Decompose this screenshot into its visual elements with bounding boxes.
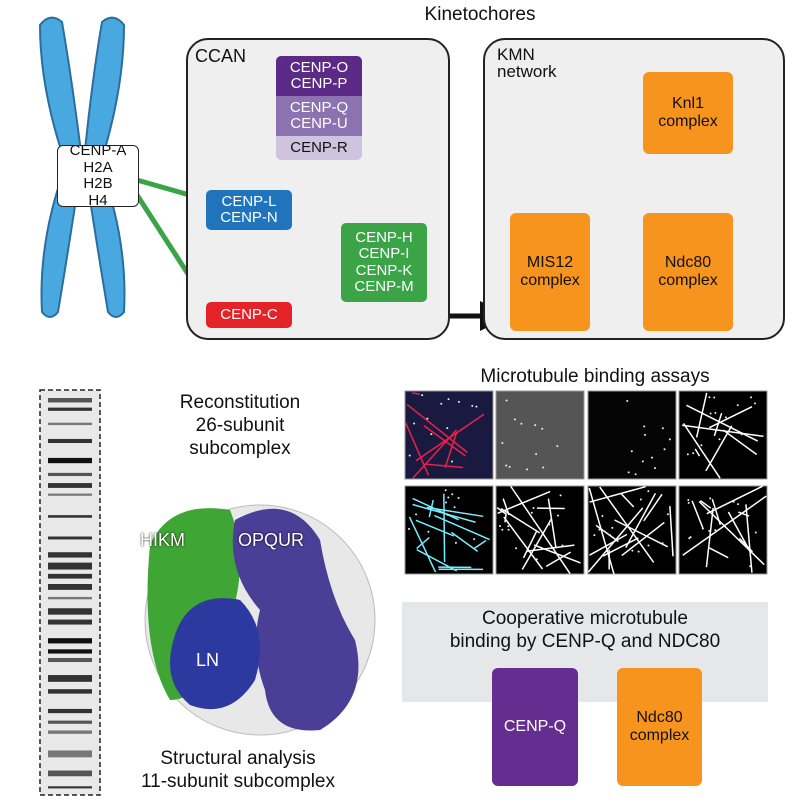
gel-lane-image [39,389,101,796]
assays-title: Microtubule binding assays [480,366,710,387]
gel-band [48,515,92,518]
gel-band [48,689,92,694]
cenp-c-box: CENP-C [206,302,292,328]
gel-band [48,483,92,488]
complex-label: Knl1 [671,95,705,113]
protein-label: CENP-P [290,75,348,92]
caption-line: Structural analysis [160,748,316,769]
microscopy-image [587,390,677,480]
microscopy-image [678,390,768,480]
histone-label: H2A [83,158,113,176]
microscopy-image [495,390,585,480]
caption-line: binding by CENP-Q and NDC80 [449,630,721,652]
gel-band [48,638,92,644]
protein-label: CENP-H [355,228,413,246]
microscopy-image [587,485,677,575]
ccan-label: CCAN [195,46,247,66]
gel-band [48,786,92,789]
complex-label: complex [658,272,718,289]
microscopy-image [678,485,768,575]
cooperative-panel [402,602,768,702]
microscopy-image [404,485,494,575]
gel-band [48,750,92,758]
complex-label: complex [520,272,580,289]
protein-label: CENP-L [221,192,277,210]
complex-label: complex [629,727,690,744]
gel-band [48,596,92,600]
cenp-q-box: CENP-Q [492,668,578,786]
gel-band [48,649,92,654]
microscopy-image [404,390,494,480]
complex-label: MIS12 [526,254,574,272]
reconstitution-caption: Reconstitution 26-subunit subcomplex [140,392,340,460]
structure-map-image [144,504,376,736]
histone-label: H2B [83,175,113,192]
protein-label: CENP-R [290,138,348,156]
caption-line: subcomplex [189,437,291,459]
protein-label: CENP-Q [503,718,567,736]
gel-band [48,675,92,682]
gel-band [48,573,92,579]
histone-label: H4 [88,191,108,209]
hikm-label: HIKM [140,530,185,550]
kmn-label: KMN network [497,46,557,80]
gel-band [48,457,92,464]
gel-band [48,584,92,590]
ln-label: LN [196,650,220,670]
gel-band [48,608,92,615]
caption-line: Reconstitution [179,392,301,413]
protein-label: CENP-K [355,261,413,279]
protein-label: CENP-C [220,305,278,323]
structural-caption: Structural analysis 11-subunit subcomple… [118,748,358,794]
complex-label: Ndc80 [636,709,683,727]
complex-label: complex [658,113,718,130]
protein-label: CENP-U [290,115,348,132]
histone-box: CENP-A H2A H2B H4 [57,142,139,209]
protein-label: CENP-M [354,278,414,295]
gel-band [48,407,92,411]
gel-band [48,493,92,496]
microscopy-image [495,485,585,575]
protein-label: CENP-I [358,245,410,262]
gel-band [48,422,92,426]
caption-line: 26-subunit [195,414,285,436]
gel-band [48,657,92,663]
diagram-title: Kinetochores [424,4,536,25]
gel-band [48,562,92,570]
histone-label: CENP-A [69,142,127,159]
kmn-label-line: network [497,62,557,81]
gel-band [48,708,92,714]
gel-band [48,730,92,734]
kmn-label-line: KMN [497,45,535,64]
opqur-label: OPQUR [238,530,305,550]
cooperative-caption: Cooperative microtubule binding by CENP-… [402,608,768,654]
caption-line: 11-subunit subcomplex [141,770,335,792]
complex-label: Ndc80 [664,254,712,272]
protein-label: CENP-N [220,209,278,226]
protein-label: CENP-Q [289,98,349,116]
caption-line: Cooperative microtubule [482,608,688,629]
cenp-r-box: CENP-R [276,136,362,160]
gel-band [48,619,92,625]
gel-band [48,398,92,403]
gel-band [48,552,92,558]
gel-band [48,770,92,777]
protein-label: CENP-O [289,58,349,76]
gel-band [48,720,92,724]
gel-band [48,472,92,477]
gel-band [48,536,92,540]
gel-band [48,438,92,444]
